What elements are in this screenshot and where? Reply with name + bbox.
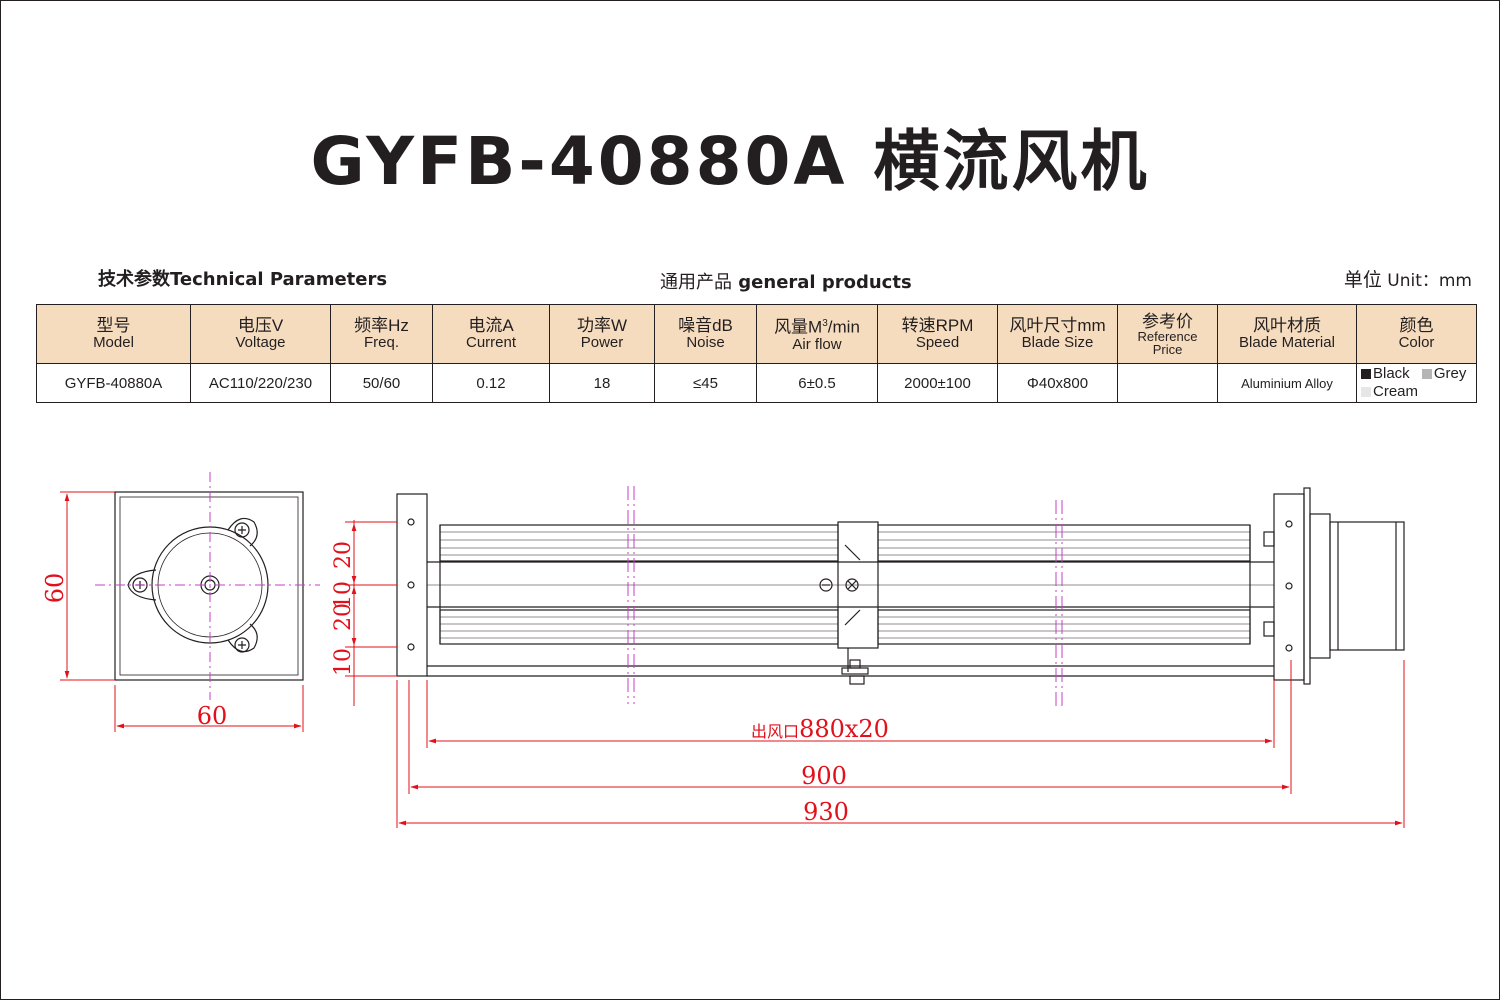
dim-20-lower: 20 xyxy=(331,603,356,631)
screw-icon xyxy=(819,578,833,592)
upper-impeller xyxy=(439,524,1251,562)
side-view-inner-outline xyxy=(119,496,299,676)
motor-body xyxy=(1329,521,1405,651)
tech-params-zh: 技术参数 xyxy=(98,269,170,290)
nut-icon xyxy=(849,659,861,669)
side-view-outline xyxy=(114,491,304,681)
color-black: Black xyxy=(1361,365,1410,382)
mount-hole xyxy=(407,581,415,589)
color-grey: Grey xyxy=(1421,365,1466,382)
unit-zh: 单位 xyxy=(1343,269,1382,291)
general-products-heading: 通用产品 general products xyxy=(660,268,912,294)
dim-outlet-prefix: 出风口 xyxy=(751,722,799,741)
dim-10-lower: 10 xyxy=(331,648,356,676)
front-vertical-dimensions xyxy=(345,520,397,706)
cell-voltage: AC110/220/230 xyxy=(190,363,331,403)
side-view-centerlines xyxy=(95,472,320,700)
cell-noise: ≤45 xyxy=(654,363,757,403)
page-title: GYFB-40880A 横流风机 xyxy=(310,123,1150,200)
dim-outlet-value: 880x20 xyxy=(799,715,889,743)
mount-hole xyxy=(1285,520,1293,528)
dim-width-60: 60 xyxy=(197,702,228,730)
mount-lug-icon xyxy=(227,623,258,653)
center-bearing-bracket xyxy=(819,521,879,685)
color-cream: Cream xyxy=(1361,383,1418,400)
tech-params-en: Technical Parameters xyxy=(170,269,388,290)
unit-en: Unit：mm xyxy=(1387,271,1472,291)
cell-model: GYFB-40880A xyxy=(36,363,191,403)
general-products-zh: 通用产品 xyxy=(660,272,732,293)
unit-heading: 单位 Unit：mm xyxy=(1344,265,1472,292)
mount-hole xyxy=(407,643,415,651)
table-row: GYFB-40880A AC110/220/230 50/60 0.12 18 … xyxy=(36,363,1477,403)
cell-color: Black Grey Cream xyxy=(1356,363,1477,403)
front-horizontal-dimensions xyxy=(396,660,1405,828)
cell-airflow: 6±0.5 xyxy=(756,363,878,403)
mount-hole xyxy=(407,518,415,526)
cell-speed: 2000±100 xyxy=(877,363,998,403)
lower-impeller xyxy=(439,609,1251,645)
break-lines xyxy=(627,486,1063,706)
general-products-en: general products xyxy=(738,272,912,293)
side-view xyxy=(114,491,304,681)
dim-height-60: 60 xyxy=(41,573,69,604)
mount-hole xyxy=(1285,582,1293,590)
front-view xyxy=(396,487,1405,685)
dim-20-upper: 20 xyxy=(331,541,356,569)
cell-power: 18 xyxy=(549,363,655,403)
color-swatch-grey xyxy=(1421,369,1432,380)
cell-freq: 50/60 xyxy=(330,363,433,403)
dim-length-900: 900 xyxy=(801,762,847,790)
color-swatch-black xyxy=(1361,369,1371,380)
screw-icon xyxy=(845,578,859,592)
dim-outlet: 出风口880x20 xyxy=(751,715,889,743)
dim-length-930: 930 xyxy=(803,798,849,826)
left-end-plate xyxy=(396,493,428,677)
dim-10-upper: 10 xyxy=(331,581,356,609)
cell-blade-size: Φ40x800 xyxy=(997,363,1118,403)
tech-params-heading: 技术参数Technical Parameters xyxy=(98,265,387,291)
color-swatch-cream xyxy=(1361,387,1371,398)
mount-lug-icon xyxy=(227,517,258,547)
motor-flange xyxy=(1309,513,1331,659)
side-view-dimensions xyxy=(60,491,304,732)
cell-current: 0.12 xyxy=(432,363,550,403)
right-end-plate xyxy=(1273,493,1305,681)
mount-hole xyxy=(1285,644,1293,652)
cell-price xyxy=(1117,363,1218,403)
